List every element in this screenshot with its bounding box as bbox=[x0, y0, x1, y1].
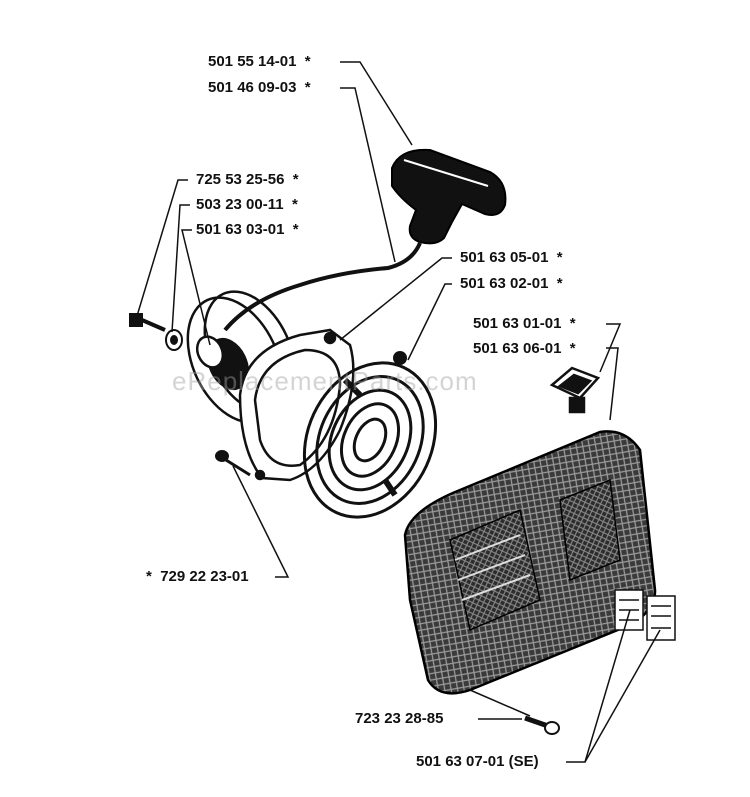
starter-rope bbox=[223, 242, 422, 332]
part-label-501-63-02-01: 501 63 02-01 * bbox=[460, 275, 563, 293]
part-label-723-23-28-85: 723 23 28-85 bbox=[355, 710, 443, 728]
part-number: 503 23 00-11 bbox=[196, 196, 284, 213]
part-mark: * bbox=[556, 275, 563, 292]
recoil-spring bbox=[302, 361, 438, 519]
part-label-501-63-07-01-se: 501 63 07-01 (SE) bbox=[416, 753, 539, 771]
part-mark: * bbox=[304, 79, 311, 96]
part-label-725-53-25-56: 725 53 25-56 * bbox=[196, 171, 299, 189]
part-mark: * bbox=[569, 340, 576, 357]
part-label-501-55-14-01: 501 55 14-01 * bbox=[208, 53, 311, 71]
cover-grommet bbox=[549, 366, 601, 414]
decal-labels bbox=[614, 589, 676, 641]
starter-handle bbox=[391, 148, 507, 245]
part-label-501-63-06-01: 501 63 06-01 * bbox=[473, 340, 576, 358]
bolt-and-washer bbox=[129, 313, 183, 351]
part-number: 501 63 05-01 bbox=[460, 249, 549, 266]
part-mark: * bbox=[291, 196, 298, 213]
part-mark: * bbox=[556, 249, 563, 266]
part-mark: * bbox=[146, 568, 152, 585]
part-number: 501 63 01-01 bbox=[473, 315, 562, 332]
part-mark: * bbox=[304, 53, 311, 70]
part-number: 725 53 25-56 bbox=[196, 171, 285, 188]
cover-screw bbox=[524, 715, 560, 735]
part-label-501-46-09-03: 501 46 09-03 * bbox=[208, 79, 311, 97]
part-number: 501 55 14-01 bbox=[208, 53, 297, 70]
part-mark: * bbox=[292, 171, 299, 188]
part-number: 501 63 06-01 bbox=[473, 340, 562, 357]
part-mark: * bbox=[569, 315, 576, 332]
watermark-text: eReplacementParts.com bbox=[172, 366, 478, 396]
part-number: 501 63 03-01 bbox=[196, 221, 285, 238]
part-label-501-63-03-01: 501 63 03-01 * bbox=[196, 221, 299, 239]
part-label-501-63-05-01: 501 63 05-01 * bbox=[460, 249, 563, 267]
part-label-729-22-23-01: * 729 22 23-01 bbox=[146, 568, 249, 586]
part-number: 723 23 28-85 bbox=[355, 710, 444, 727]
spring-hub bbox=[393, 351, 407, 365]
starter-cover bbox=[403, 430, 657, 695]
part-number: 501 63 07-01 (SE) bbox=[416, 753, 539, 770]
housing-screw bbox=[215, 450, 251, 477]
part-label-501-63-01-01: 501 63 01-01 * bbox=[473, 315, 576, 333]
part-number: 501 46 09-03 bbox=[208, 79, 297, 96]
starter-housing-plate bbox=[238, 328, 355, 482]
part-mark: * bbox=[292, 221, 299, 238]
part-number: 729 22 23-01 bbox=[160, 568, 249, 585]
part-label-503-23-00-11: 503 23 00-11 * bbox=[196, 196, 298, 214]
leader-lines bbox=[136, 61, 661, 763]
part-number: 501 63 02-01 bbox=[460, 275, 549, 292]
